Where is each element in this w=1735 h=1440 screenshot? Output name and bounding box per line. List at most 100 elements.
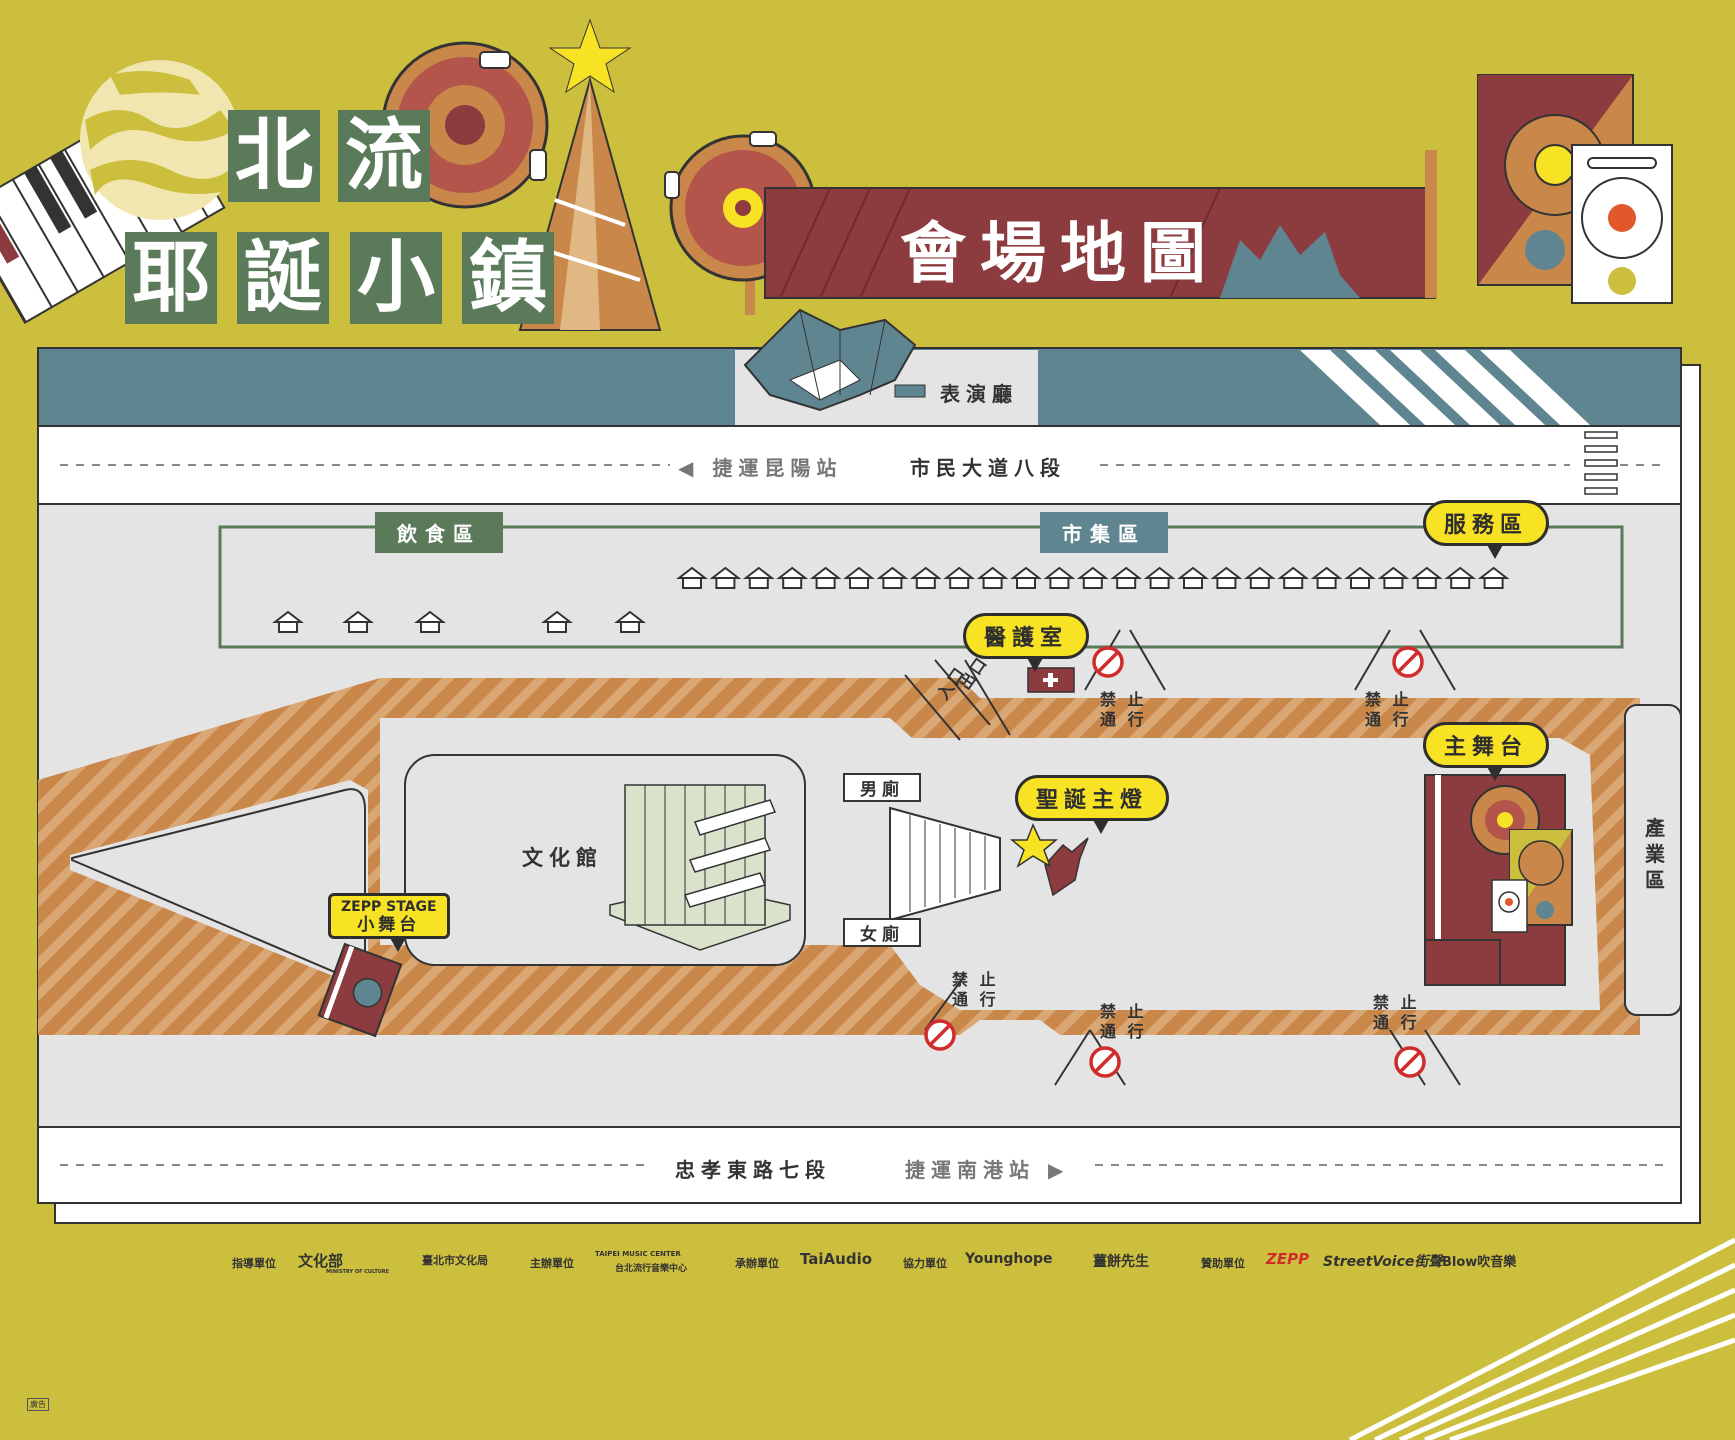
title-char: 誕 — [237, 232, 329, 324]
no-entry-line-1: 禁 止 — [1100, 1002, 1147, 1021]
tent-icon — [1076, 566, 1109, 589]
industry-zone-label: 產業區 — [1645, 816, 1665, 892]
title-char: 流 — [338, 110, 430, 202]
taipei-music-center-logo: TAIPEI MUSIC CENTER — [595, 1250, 681, 1258]
no-entry-line-1: 禁 止 — [1100, 690, 1147, 709]
ministry-culture-logo: 文化部 — [298, 1252, 344, 1270]
streetvoice-logo: StreetVoice街聲 — [1323, 1254, 1443, 1270]
no-entry-line-1: 禁 止 — [1365, 690, 1412, 709]
tent-icon — [976, 566, 1009, 589]
zepp-stage-line2: 小舞台 — [357, 915, 421, 935]
culture-hall-label: 文化館 — [522, 846, 603, 870]
no-entry-line-1: 禁 止 — [952, 970, 999, 989]
no-entry-label: 禁 止 通 行 — [1373, 993, 1420, 1033]
no-entry-label: 禁 止 通 行 — [1365, 690, 1412, 730]
tent-icon — [876, 566, 909, 589]
tent-icon — [909, 566, 942, 589]
title-char: 耶 — [125, 232, 217, 324]
culture-hall-building — [609, 784, 791, 951]
concert-hall-label: 表演廳 — [940, 382, 1018, 406]
banner-title: 會場地圖 — [900, 215, 1220, 292]
north-station-label: ◀ 捷運昆陽站 — [678, 456, 843, 480]
concert-hall-building — [743, 308, 926, 412]
tent-icon — [414, 610, 446, 633]
planet-decoration — [80, 60, 240, 220]
service-area-callout: 服務區 — [1423, 500, 1550, 559]
no-entry-line-2: 通 行 — [1365, 710, 1412, 729]
tent-icon — [1143, 566, 1176, 589]
zepp-stage-callout: ZEPP STAGE 小舞台 — [328, 893, 450, 952]
title-char: 小 — [350, 232, 442, 324]
no-entry-label: 禁 止 通 行 — [1100, 1002, 1147, 1042]
tents — [272, 566, 1510, 633]
mens-restroom-label: 男廁 — [843, 773, 921, 802]
title-char: 北 — [228, 110, 320, 202]
tent-icon — [1310, 566, 1343, 589]
entrance-lines — [904, 659, 1011, 741]
no-entry-line-2: 通 行 — [952, 990, 999, 1009]
tent-icon — [1210, 566, 1243, 589]
sponsor-unit-label: 贊助單位 — [1201, 1257, 1245, 1270]
tent-icon — [1277, 566, 1310, 589]
tent-icon — [1377, 566, 1410, 589]
star-lamp — [1009, 823, 1089, 897]
tree-decoration — [518, 18, 662, 331]
ad-mark: 廣告 — [27, 1398, 49, 1411]
tent-icon — [541, 610, 573, 633]
sponsor-bar: 指導單位 文化部 MINISTRY OF CULTURE 臺北市文化局 主辦單位… — [0, 1250, 1735, 1280]
banner-decoration — [764, 150, 1437, 299]
title-char: 鎮 — [462, 232, 554, 324]
zepp-logo: ZEPP — [1266, 1250, 1310, 1268]
main-stage-callout: 主舞台 — [1423, 722, 1550, 781]
christmas-lamp-callout: 聖誕主燈 — [1015, 775, 1170, 834]
corner-stripes — [1348, 1237, 1735, 1440]
no-entry-line-2: 通 行 — [1100, 710, 1147, 729]
south-station-label: 捷運南港站 ▶ — [905, 1158, 1070, 1182]
zepp-stage-structure — [317, 942, 403, 1038]
tent-icon — [809, 566, 842, 589]
tent-icon — [1043, 566, 1076, 589]
no-entry-line-2: 通 行 — [1100, 1022, 1147, 1041]
taipei-culture-logo: 臺北市文化局 — [422, 1254, 488, 1267]
south-road-label: 忠孝東路七段 — [675, 1158, 831, 1182]
market-zone-tab: 市集區 — [1040, 512, 1168, 553]
no-entry-label: 禁 止 通 行 — [952, 970, 999, 1010]
tent-icon — [776, 566, 809, 589]
speaker-decoration — [1477, 74, 1673, 304]
tent-icon — [1010, 566, 1042, 589]
tent-icon — [676, 566, 708, 589]
crosswalk — [1584, 431, 1618, 495]
main-stage-structure — [1424, 774, 1573, 986]
tent-icon — [1444, 566, 1477, 589]
tent-icon — [342, 610, 374, 633]
tent-icon — [1243, 566, 1276, 589]
ministry-culture-sub: MINISTRY OF CULTURE — [326, 1269, 390, 1275]
tent-icon — [742, 566, 775, 589]
no-entry-line-2: 通 行 — [1373, 1013, 1420, 1032]
taipei-music-center-sub: 台北流行音樂中心 — [615, 1264, 688, 1274]
organizer-unit-label: 承辦單位 — [735, 1257, 779, 1270]
womens-restroom-label: 女廁 — [843, 918, 921, 947]
tent-icon — [943, 566, 976, 589]
no-entry-line-1: 禁 止 — [1373, 993, 1420, 1012]
tent-icon — [1177, 566, 1209, 589]
medical-room — [1027, 667, 1075, 693]
teal-band-stripes — [1300, 350, 1590, 425]
tent-icon — [709, 566, 742, 589]
zepp-stage-line1: ZEPP STAGE — [341, 899, 437, 915]
tent-icon — [614, 610, 646, 633]
restroom-building — [889, 806, 1001, 922]
medical-room-callout: 醫護室 — [963, 613, 1090, 672]
younghope-logo: Younghope — [965, 1251, 1053, 1267]
north-road-label: 市民大道八段 — [910, 456, 1066, 480]
tent-icon — [843, 566, 875, 589]
tent-icon — [1110, 566, 1143, 589]
gingerbread-logo: 薑餅先生 — [1093, 1254, 1149, 1270]
tent-icon — [1477, 566, 1510, 589]
tent-icon — [1410, 566, 1443, 589]
host-unit-label: 主辦單位 — [530, 1257, 574, 1270]
tent-icon — [1344, 566, 1376, 589]
no-entry-signs — [924, 646, 1426, 1078]
co-unit-label: 協力單位 — [903, 1257, 947, 1270]
